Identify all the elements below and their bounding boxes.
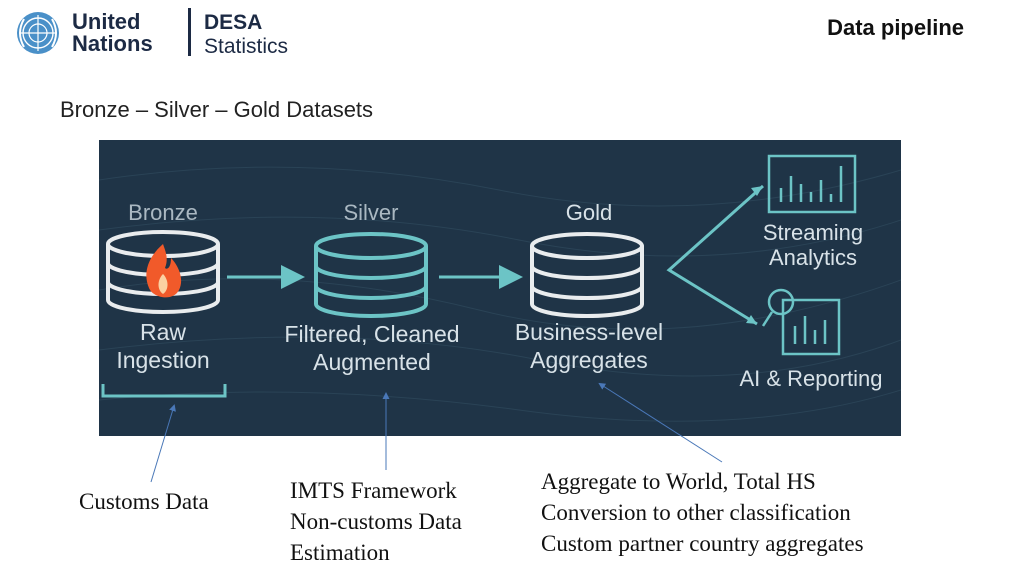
output-streaming-line1: Streaming: [763, 220, 863, 245]
annotation-gold: Aggregate to World, Total HS Conversion …: [541, 466, 864, 559]
annotation-imts-line3: Estimation: [290, 540, 390, 565]
stage-silver-line1: Filtered, Cleaned: [284, 321, 459, 347]
page-title: Data pipeline: [827, 15, 964, 40]
magnifier-icon: [761, 288, 795, 327]
annotation-gold-line1: Aggregate to World, Total HS: [541, 469, 816, 494]
annotation-imts: IMTS Framework Non-customs Data Estimati…: [290, 475, 462, 568]
stage-gold-line1: Business-level: [515, 319, 663, 345]
gold-database-icon: [530, 232, 644, 318]
pipeline-diagram: Bronze Silver Gold: [99, 140, 901, 436]
un-desa-logo: United Nations DESA Statistics: [12, 8, 302, 58]
streaming-chart-icon: [767, 154, 857, 214]
silver-database-icon: [314, 232, 428, 318]
arrowhead-streaming: [751, 186, 763, 196]
pipeline-diagram-canvas: Bronze Silver Gold: [99, 154, 901, 422]
output-reporting-line1: AI & Reporting: [739, 366, 882, 391]
slide-subtitle: Bronze – Silver – Gold Datasets: [60, 97, 374, 122]
bronze-bracket: [101, 384, 227, 398]
flame-icon: [146, 244, 182, 298]
annotation-gold-line3: Custom partner country aggregates: [541, 531, 864, 556]
output-streaming-line2: Analytics: [769, 245, 857, 270]
logo-divider: [188, 8, 191, 56]
ai-reporting-chart-icon: [781, 298, 841, 356]
arrow-gold-to-outputs: [666, 184, 764, 326]
annotation-customs: Customs Data: [79, 486, 209, 517]
department-line1: DESA: [204, 11, 263, 34]
tier-label-bronze: Bronze: [128, 200, 198, 225]
annotation-customs-line: Customs Data: [79, 489, 209, 514]
stage-bronze-line1: Raw: [140, 319, 186, 345]
org-name: United Nations: [72, 11, 153, 55]
annotation-imts-line2: Non-customs Data: [290, 509, 462, 534]
arrowhead-reporting: [746, 315, 757, 324]
org-name-line2: Nations: [72, 31, 153, 56]
annotation-gold-line2: Conversion to other classification: [541, 500, 851, 525]
department-line2: Statistics: [204, 35, 289, 58]
tier-label-gold: Gold: [566, 200, 612, 225]
tier-label-silver: Silver: [343, 200, 398, 225]
stage-bronze-line2: Ingestion: [116, 347, 209, 373]
un-emblem-icon: [17, 12, 59, 54]
department-name: DESA Statistics: [204, 11, 288, 59]
org-name-line1: United: [72, 9, 141, 34]
annotation-imts-line1: IMTS Framework: [290, 478, 457, 503]
stage-gold-line2: Aggregates: [530, 347, 648, 373]
stage-silver-line2: Augmented: [313, 349, 431, 375]
